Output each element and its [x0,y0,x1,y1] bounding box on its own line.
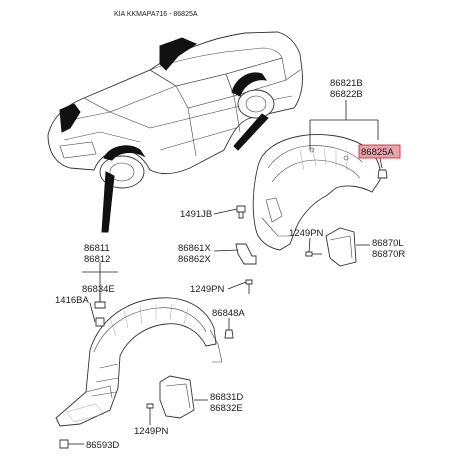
car-illustration [47,31,303,233]
diagram-header: KIA KKMAPA716 - 86825A [114,11,198,18]
nut-86593D [59,439,69,449]
front-pointer-arrow [101,171,115,233]
clip-86848A [224,329,234,339]
label-86821B: 86821B [330,78,363,89]
label-1249PN-mudflap-rear: 1249PN [289,228,323,239]
label-86870L: 86870L [372,238,404,249]
nut-86834E [94,301,106,327]
label-86593D: 86593D [86,440,119,451]
screw-1249PN-front [146,403,154,418]
label-1249PN-rear-lower: 1249PN [190,284,224,295]
rear-pointer-arrow [233,113,269,151]
label-86825A: 86825A [361,147,394,158]
label-1416BA: 1416BA [55,295,89,306]
label-86811: 86811 [84,243,110,254]
clip-86861X [235,243,257,265]
label-1249PN-front: 1249PN [134,426,168,437]
label-86848A: 86848A [212,308,245,319]
mudflap-86831D [159,375,195,419]
label-86861X: 86861X [178,243,211,254]
screw-1249PN-rear-lower [245,279,253,294]
car-front-liner-mark-2 [59,103,81,133]
label-86812: 86812 [84,254,110,265]
car-rear-liner-mark [231,72,268,97]
label-86822B: 86822B [330,89,363,100]
label-1491JB: 1491JB [180,209,212,220]
label-86834E: 86834E [82,284,115,295]
car-rear-liner-mark-2 [159,37,198,71]
label-86870R: 86870R [372,249,405,260]
label-86825A-highlight [358,144,401,159]
mudflap-86870L [325,227,357,267]
rear-wheel-guard [252,134,381,251]
screw-1249PN-mudflap-rear [305,251,322,257]
clip-86825A [377,169,388,179]
front-wheel-guard [55,297,223,427]
label-86862X: 86862X [178,254,211,265]
car-front-liner-mark [103,145,146,161]
label-86831D: 86831D [210,392,243,403]
leader-lines [68,100,383,445]
label-86832E: 86832E [210,403,243,414]
bolt-1491JB [236,205,246,219]
